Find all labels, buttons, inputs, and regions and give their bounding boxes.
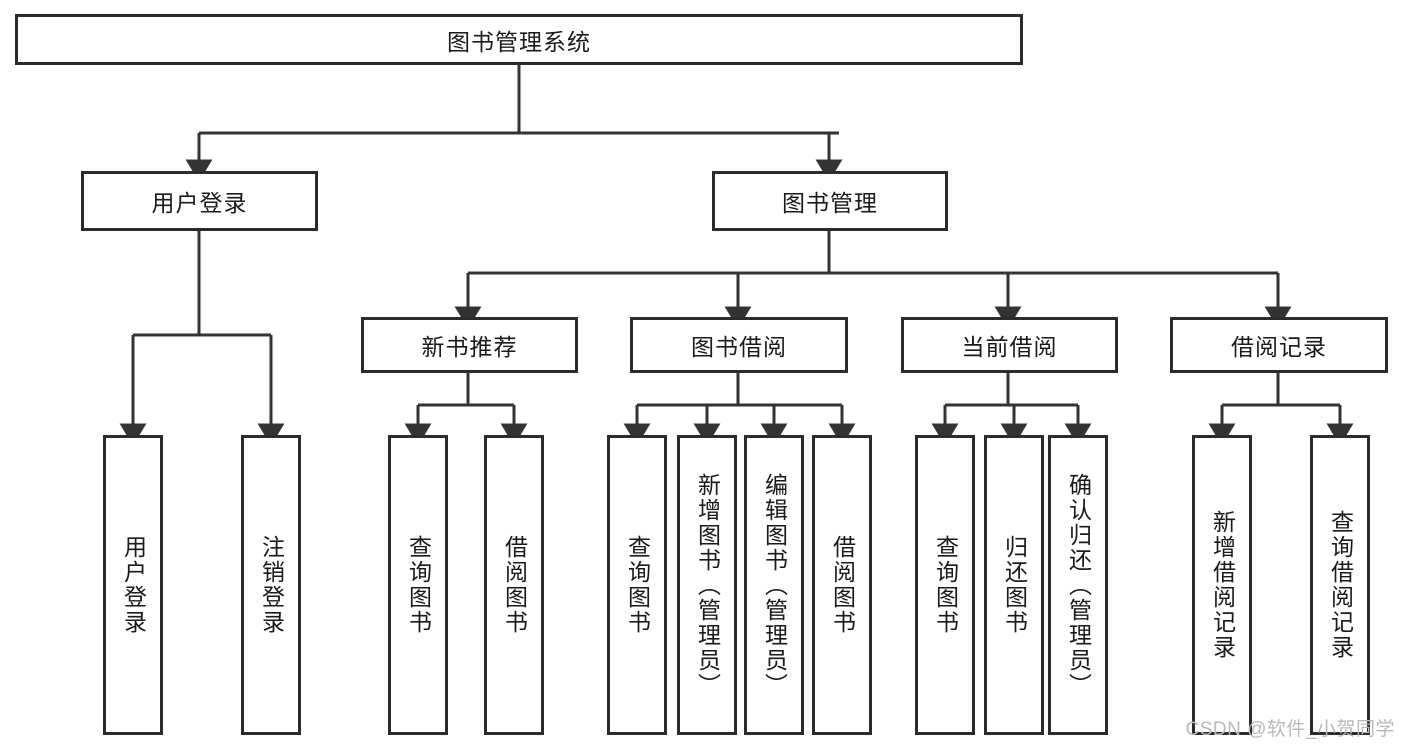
leaf-add-borrow-record[interactable]: 新增借阅记录 (1192, 435, 1252, 735)
leaf-user-login[interactable]: 用户登录 (103, 435, 163, 735)
node-label: 图书管理 (782, 190, 878, 216)
node-label: 新增借阅记录 (1209, 510, 1236, 660)
node-label: 图书借阅 (691, 334, 787, 360)
leaf-logout-login[interactable]: 注销登录 (241, 435, 301, 735)
leaf-confirm-return-admin[interactable]: 确认归还（管理员） (1048, 435, 1108, 735)
node-label: 借阅图书 (501, 535, 528, 635)
node-label: 注销登录 (258, 535, 285, 635)
node-borrow-record[interactable]: 借阅记录 (1170, 317, 1388, 373)
node-label: 当前借阅 (961, 334, 1058, 360)
node-user-login[interactable]: 用户登录 (81, 171, 318, 231)
csdn-watermark: CSDN @软件_小贺同学 (1185, 719, 1395, 740)
node-label: 查询图书 (932, 535, 959, 635)
leaf-borrow-book[interactable]: 借阅图书 (812, 435, 872, 735)
node-label: 借阅图书 (829, 535, 856, 635)
leaf-edit-book-admin[interactable]: 编辑图书（管理员） (744, 435, 804, 735)
leaf-add-book-admin[interactable]: 新增图书（管理员） (677, 435, 737, 735)
node-label: 查询图书 (624, 535, 651, 635)
node-label: 编辑图书（管理员） (761, 472, 788, 698)
leaf-query-borrow-record[interactable]: 查询借阅记录 (1310, 435, 1370, 735)
node-book-management[interactable]: 图书管理 (712, 171, 948, 231)
node-new-book-recommend[interactable]: 新书推荐 (361, 317, 578, 373)
leaf-query-book-borrow[interactable]: 查询图书 (607, 435, 667, 735)
node-label: 确认归还（管理员） (1065, 472, 1092, 698)
leaf-query-book-recommend[interactable]: 查询图书 (388, 435, 448, 735)
node-label: 归还图书 (1001, 535, 1028, 635)
node-label: 用户登录 (151, 190, 248, 216)
node-label: 查询图书 (405, 535, 432, 635)
node-label: 借阅记录 (1231, 334, 1327, 360)
node-label: 新书推荐 (421, 334, 518, 360)
node-label: 用户登录 (120, 535, 147, 635)
node-root-book-management-system[interactable]: 图书管理系统 (15, 14, 1023, 65)
node-label: 查询借阅记录 (1327, 510, 1354, 660)
node-current-borrow[interactable]: 当前借阅 (901, 317, 1118, 373)
leaf-borrow-book-recommend[interactable]: 借阅图书 (484, 435, 544, 735)
leaf-query-book-current[interactable]: 查询图书 (915, 435, 975, 735)
node-label: 新增图书（管理员） (694, 472, 721, 698)
node-book-borrow[interactable]: 图书借阅 (630, 317, 848, 373)
node-label: 图书管理系统 (447, 28, 591, 55)
leaf-return-book[interactable]: 归还图书 (984, 435, 1044, 735)
